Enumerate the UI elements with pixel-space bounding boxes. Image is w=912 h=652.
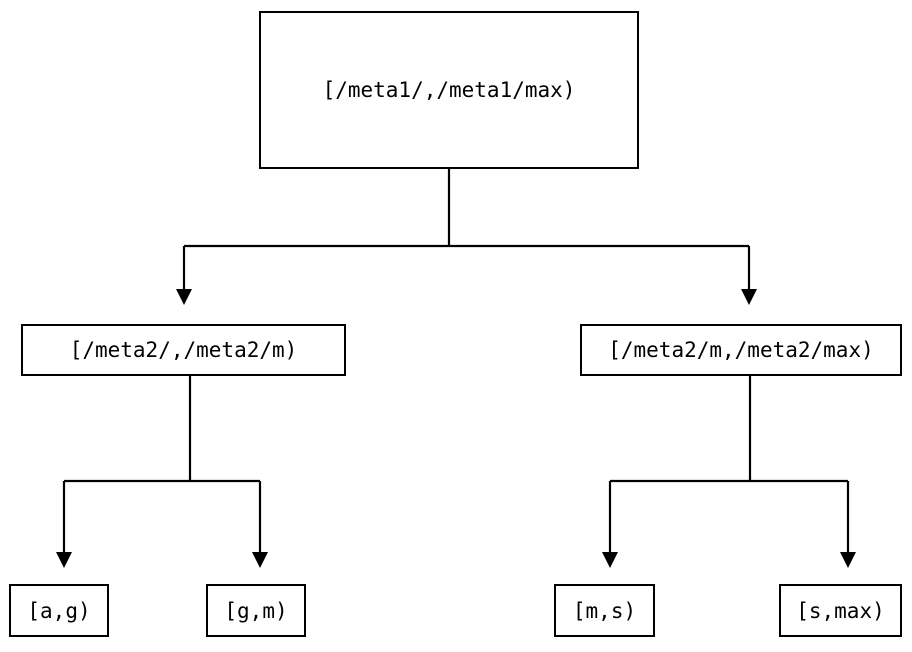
- node-leaf-s-max[interactable]: [s,max): [779, 584, 902, 637]
- arrowhead-mid-right-to-leaf-smax: [840, 552, 856, 568]
- node-leaf-a-g-label: [a,g): [27, 598, 91, 623]
- node-mid-right-label: [/meta2/m,/meta2/max): [608, 338, 874, 362]
- node-leaf-g-m-label: [g,m): [224, 598, 288, 623]
- arrowhead-mid-left-to-leaf-ag: [56, 552, 72, 568]
- node-leaf-a-g[interactable]: [a,g): [9, 584, 109, 637]
- node-leaf-s-max-label: [s,max): [796, 598, 885, 623]
- node-leaf-m-s[interactable]: [m,s): [554, 584, 655, 637]
- arrowhead-mid-right-to-leaf-ms: [602, 552, 618, 568]
- arrowhead-root-to-mid-left: [176, 289, 192, 305]
- node-leaf-m-s-label: [m,s): [572, 598, 637, 623]
- node-mid-left-label: [/meta2/,/meta2/m): [69, 338, 298, 362]
- arrowhead-mid-left-to-leaf-gm: [252, 552, 268, 568]
- node-root[interactable]: [/meta1/,/meta1/max): [259, 11, 639, 169]
- node-mid-right[interactable]: [/meta2/m,/meta2/max): [580, 324, 902, 376]
- arrowhead-root-to-mid-right: [741, 289, 757, 305]
- node-leaf-g-m[interactable]: [g,m): [206, 584, 306, 637]
- node-root-label: [/meta1/,/meta1/max): [322, 78, 576, 102]
- node-mid-left[interactable]: [/meta2/,/meta2/m): [21, 324, 346, 376]
